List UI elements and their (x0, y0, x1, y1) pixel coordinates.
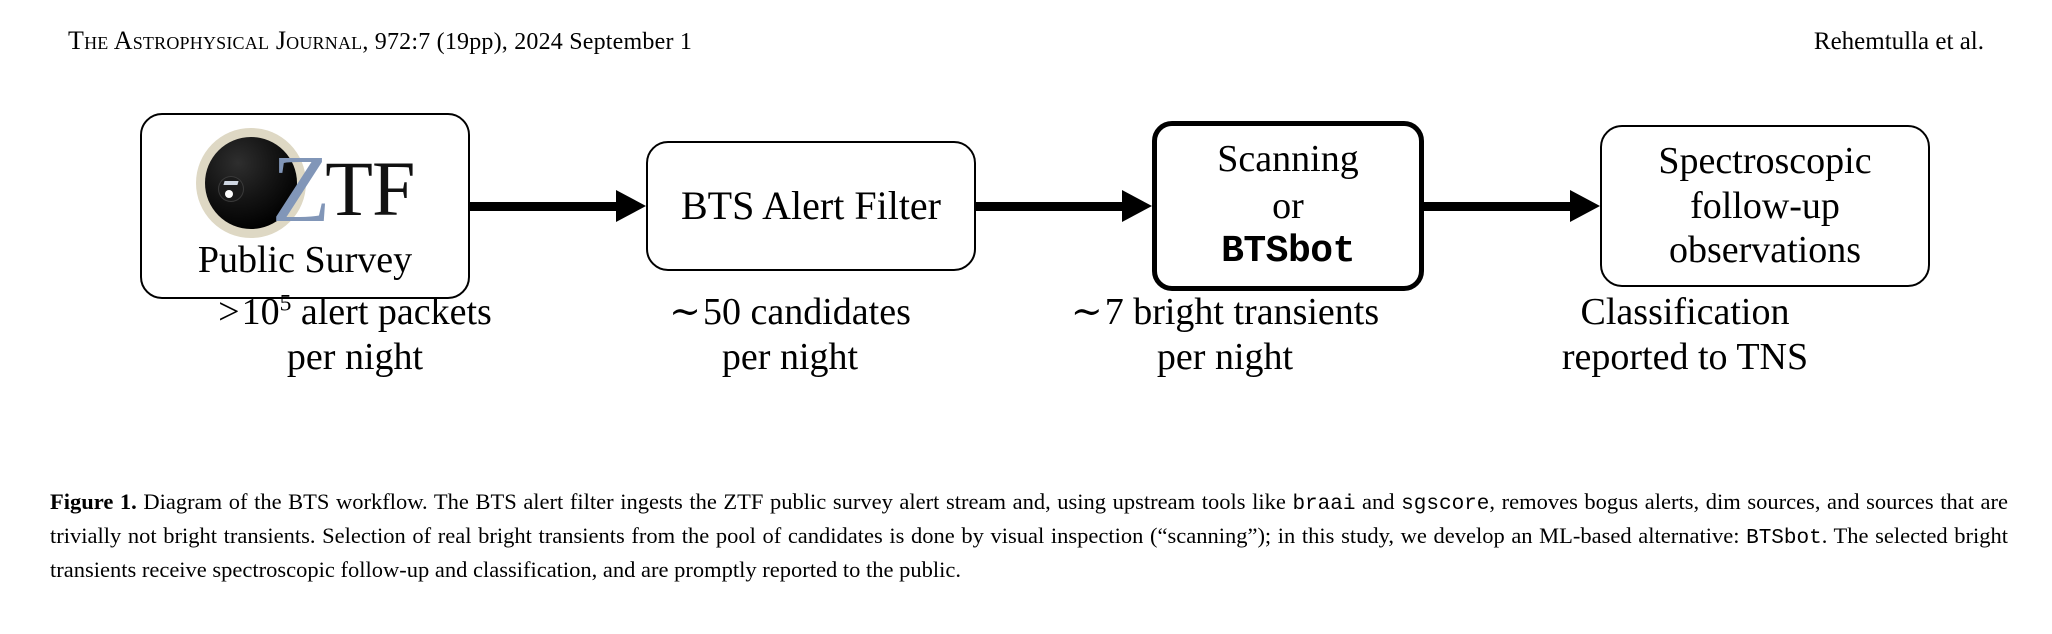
arrow-filter-to-scanning (976, 190, 1152, 222)
stage-caption-line-2: per night (721, 335, 859, 378)
figure-caption-part-2: and (1355, 489, 1402, 514)
node-scanning-or-btsbot: Scanning or BTSbot (1152, 121, 1424, 291)
rate-value: 50 (702, 291, 741, 333)
node-label-or: or (1272, 184, 1304, 227)
figure-caption-part-1: Diagram of the BTS workflow. The BTS ale… (136, 489, 1293, 514)
rate-value: 7 (1104, 291, 1124, 333)
figure-caption-part-3: , removes bogus alerts, dim sources, and… (50, 489, 2009, 548)
node-label-btsbot: BTSbot (1221, 230, 1355, 274)
rate-unit: bright transients (1123, 291, 1380, 333)
rate-value: 10 (241, 291, 280, 333)
stage-caption-line-2: per night (1156, 335, 1294, 378)
figure-caption: Figure 1. Diagram of the BTS workflow. T… (50, 486, 2008, 586)
arrow-shaft (470, 202, 630, 211)
stage-caption-line-1: ∼7 bright transients (1010, 290, 1440, 335)
figure-caption-code-braai: braai (1292, 493, 1356, 516)
relation-symbol: > (218, 291, 242, 333)
relation-symbol: ∼ (669, 291, 703, 333)
ztf-wordmark: ZTF (272, 135, 416, 236)
node-label-public-survey: Public Survey (197, 239, 413, 282)
figure-caption-code-sgscore: sgscore (1401, 493, 1490, 516)
figure-caption-code-btsbot: BTSbot (1746, 526, 1822, 550)
rate-exponent: 5 (279, 290, 292, 317)
running-head: The Astrophysical Journal, 972:7 (19pp),… (0, 26, 2052, 60)
arrow-head-icon (1122, 190, 1152, 222)
arrow-survey-to-filter (470, 190, 646, 222)
node-spectroscopic-followup: Spectroscopic follow-up observations (1600, 125, 1930, 287)
figure-1: ZTF Public Survey BTS Alert Filter Scann… (0, 76, 2052, 476)
arrow-head-icon (616, 190, 646, 222)
rate-unit: alert packets (291, 291, 492, 333)
stage-caption-classification: Classification reported to TNS (1440, 290, 1930, 380)
ztf-tf-letters: TF (325, 144, 415, 232)
ztf-logo: ZTF (195, 127, 416, 238)
arrow-scanning-to-followup (1424, 190, 1600, 222)
node-ztf-public-survey: ZTF Public Survey (140, 113, 470, 299)
stage-caption-line-2: reported to TNS (1561, 335, 1809, 378)
stage-caption-line-1: ∼50 candidates (570, 290, 1010, 335)
arrow-shaft (976, 202, 1136, 211)
stage-rate-captions: >105 alert packets per night ∼50 candida… (140, 290, 1930, 380)
ztf-telescope-disc-icon (195, 127, 306, 238)
stage-caption-alert-packets: >105 alert packets per night (140, 290, 570, 380)
journal-citation: The Astrophysical Journal, 972:7 (19pp),… (68, 26, 692, 56)
node-label-followup: follow-up (1690, 184, 1840, 227)
node-label-bts-alert-filter: BTS Alert Filter (681, 183, 941, 229)
stage-caption-candidates: ∼50 candidates per night (570, 290, 1010, 380)
node-bts-alert-filter: BTS Alert Filter (646, 141, 976, 271)
figure-caption-part-4: . The selected bright transients receive… (50, 522, 2008, 582)
stage-caption-line-1: >105 alert packets (140, 290, 570, 335)
stage-caption-line-1: Classification (1440, 290, 1930, 335)
ztf-z-letter: Z (271, 134, 331, 242)
stage-caption-bright-transients: ∼7 bright transients per night (1010, 290, 1440, 380)
workflow-diagram: ZTF Public Survey BTS Alert Filter Scann… (140, 76, 1930, 336)
node-label-observations: observations (1668, 229, 1862, 272)
node-label-scanning: Scanning (1217, 137, 1359, 180)
rate-unit: candidates (740, 291, 911, 333)
relation-symbol: ∼ (1070, 291, 1105, 333)
arrow-shaft (1424, 202, 1584, 211)
rate-unit: Classification (1580, 291, 1790, 333)
author-running-head: Rehemtulla et al. (1813, 28, 1984, 55)
arrow-head-icon (1570, 190, 1600, 222)
stage-caption-line-2: per night (286, 335, 424, 378)
figure-caption-label: Figure 1. (50, 489, 137, 514)
journal-name: The Astrophysical Journal (68, 26, 363, 55)
ztf-inner-glyph-icon (217, 175, 244, 202)
journal-volume-date: , 972:7 (19pp), 2024 September 1 (362, 29, 693, 55)
node-label-spectroscopic: Spectroscopic (1658, 139, 1872, 182)
